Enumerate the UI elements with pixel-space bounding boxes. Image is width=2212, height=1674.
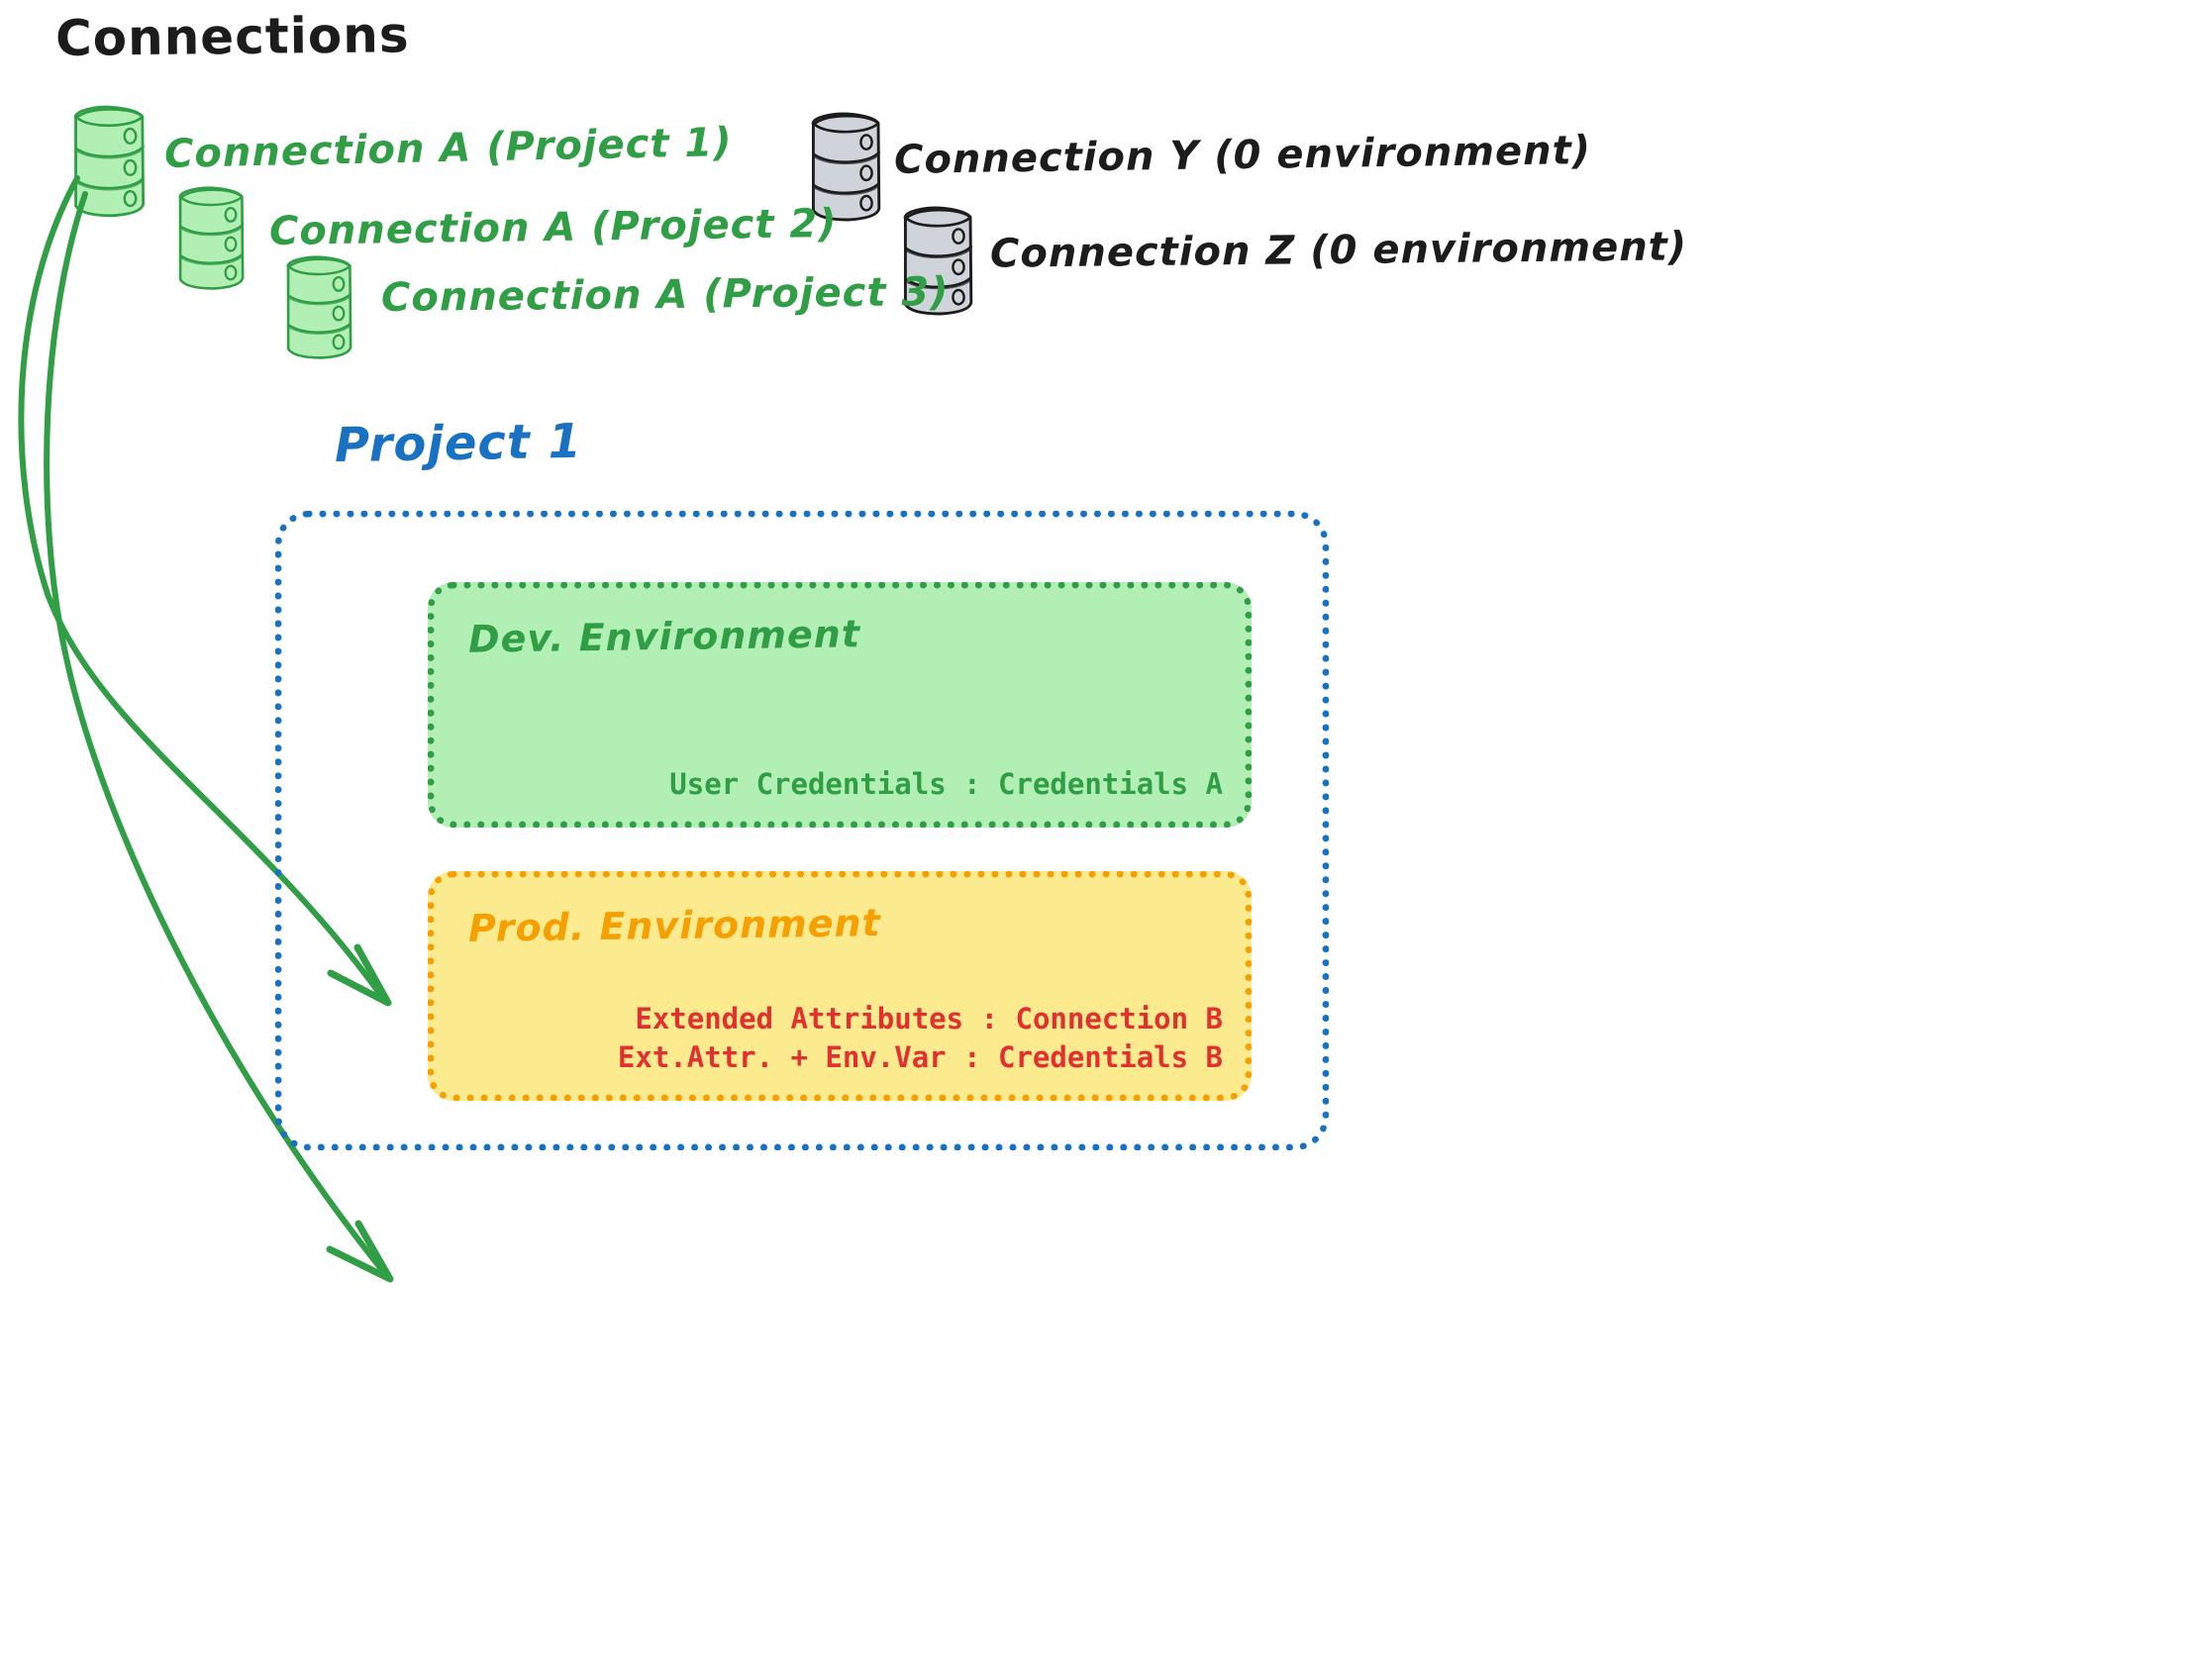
connection-label-y: Connection Y (0 environment) bbox=[893, 128, 1592, 183]
database-cylinder-icon-connection-a-project-1 bbox=[72, 105, 146, 219]
connection-label-a-project-1: Connection A (Project 1) bbox=[163, 119, 733, 178]
environment-body-prod: Extended Attributes : Connection B Ext.A… bbox=[618, 1000, 1223, 1076]
database-cylinder-icon-connection-a-project-3 bbox=[284, 255, 352, 360]
environment-title-dev: Dev. Environment bbox=[467, 612, 861, 661]
project-container bbox=[275, 511, 1329, 1150]
project-title: Project 1 bbox=[334, 413, 583, 474]
environment-detail-line: User Credentials : Credentials A bbox=[669, 766, 1223, 801]
environment-detail-line: Extended Attributes : Connection B bbox=[635, 1002, 1223, 1036]
environment-box-dev: Dev. Environment User Credentials : Cred… bbox=[428, 582, 1252, 828]
database-cylinder-icon-connection-a-project-2 bbox=[176, 186, 245, 291]
connection-label-a-project-3: Connection A (Project 3) bbox=[380, 268, 950, 322]
connection-label-z: Connection Z (0 environment) bbox=[989, 224, 1688, 277]
environment-title-prod: Prod. Environment bbox=[467, 901, 881, 950]
connection-label-a-project-2: Connection A (Project 2) bbox=[268, 200, 838, 255]
environment-body-dev: User Credentials : Credentials A bbox=[669, 765, 1223, 803]
environment-box-prod: Prod. Environment Extended Attributes : … bbox=[428, 871, 1252, 1101]
page-title: Connections bbox=[54, 6, 410, 67]
environment-detail-line: Ext.Attr. + Env.Var : Credentials B bbox=[617, 1039, 1223, 1074]
